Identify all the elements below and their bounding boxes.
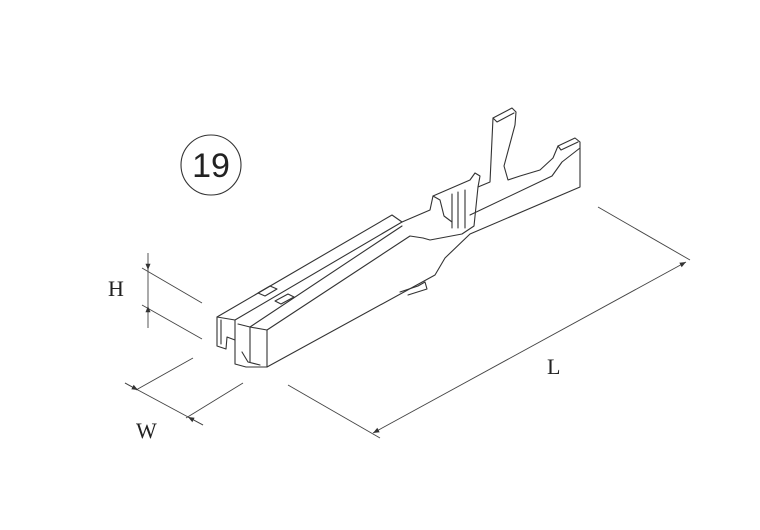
lance: [399, 281, 428, 296]
wire-crimp-slot: [451, 189, 466, 229]
height-dimension: H: [108, 253, 203, 340]
front-opening: [216, 316, 236, 350]
wire-crimp-inner: [432, 195, 453, 223]
item-number-badge: 19: [180, 134, 242, 196]
width-dimension: W: [124, 357, 244, 443]
top-ridge: [249, 225, 403, 328]
badge-circle: [180, 134, 242, 196]
length-label: L: [547, 354, 560, 379]
top-left-face: [216, 214, 403, 321]
top-right-edge: [266, 235, 424, 331]
bottom-edge: [266, 147, 581, 368]
length-dimension: L: [287, 206, 691, 439]
lock-window: [274, 293, 295, 305]
terminal-body: [216, 107, 581, 368]
lock-window: [257, 285, 278, 297]
wing-tips: [492, 112, 579, 151]
insulation-crimp-wings: [469, 107, 581, 216]
item-number: 19: [192, 147, 230, 185]
width-label: W: [136, 418, 157, 443]
height-label: H: [108, 276, 124, 301]
wire-crimp-wing: [401, 172, 481, 241]
